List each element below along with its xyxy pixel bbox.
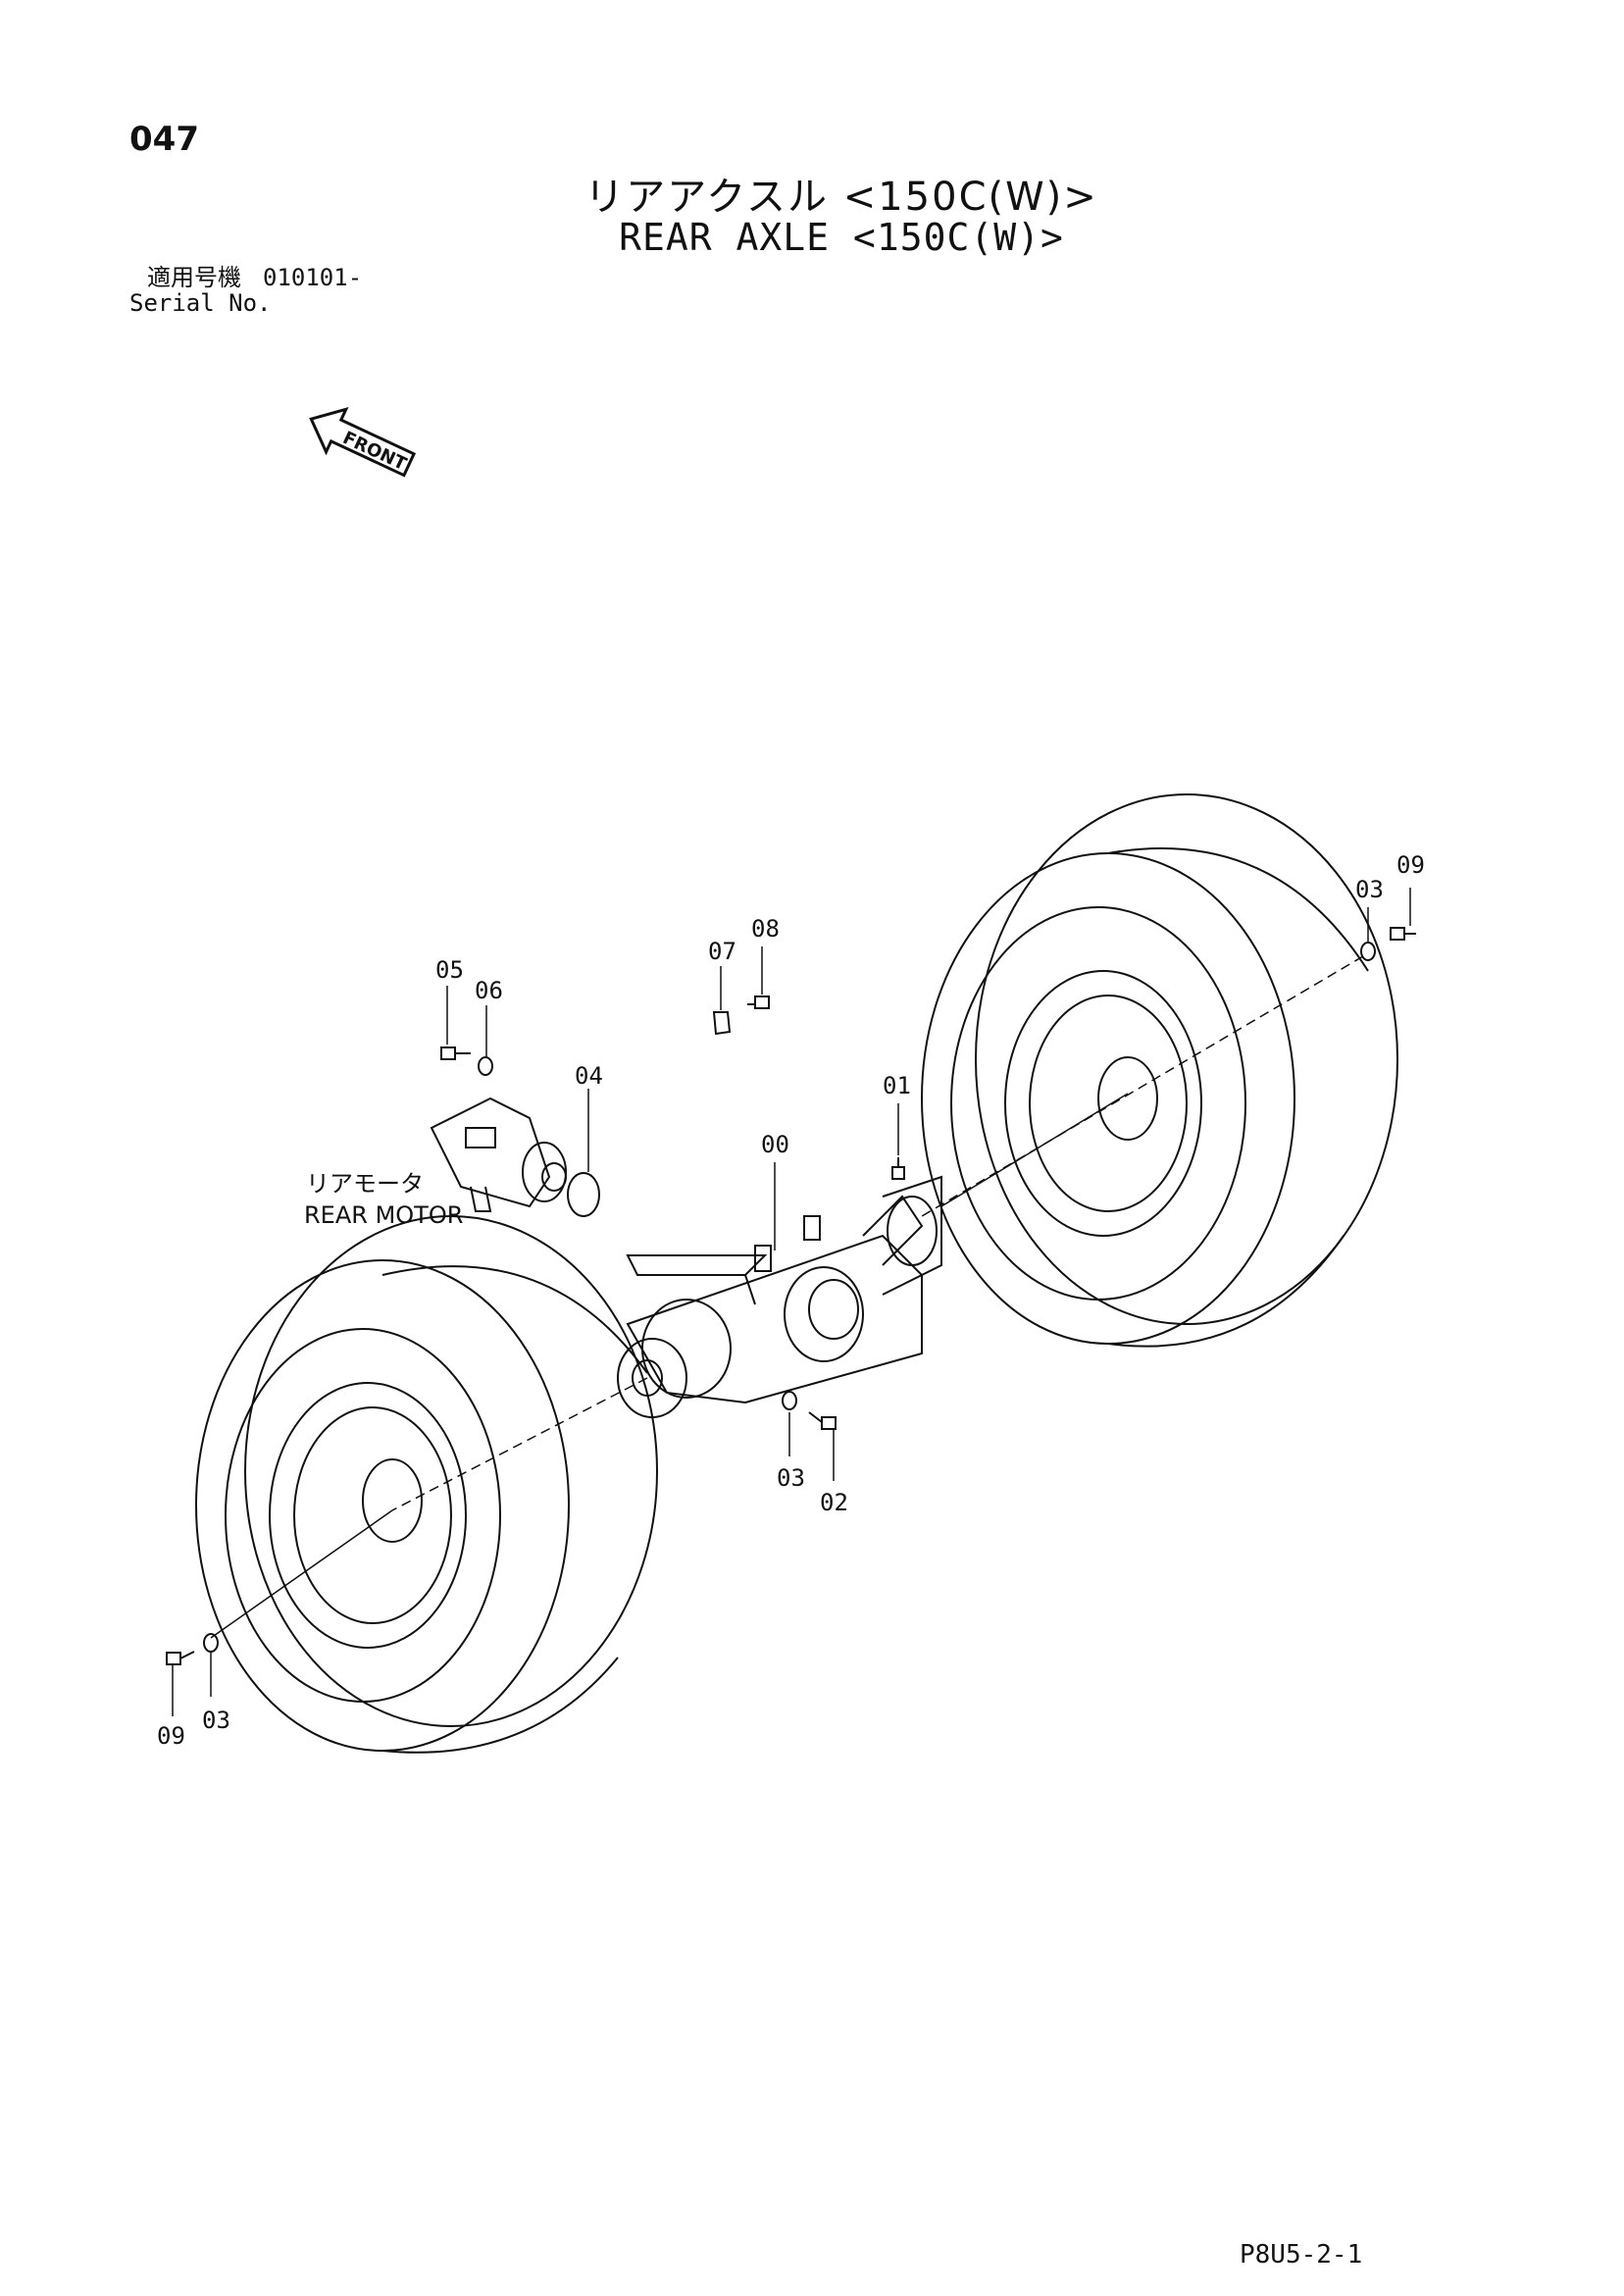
callout-01: 01 (883, 1072, 911, 1099)
callout-08: 08 (751, 915, 780, 943)
rear-motor (430, 1097, 567, 1212)
title-japanese: リアアクスル <150C(W)> (584, 175, 1098, 220)
serial-value: 010101- (263, 264, 363, 291)
callout-05: 05 (435, 956, 464, 984)
center-lines (391, 955, 1364, 1511)
callout-09: 09 (1396, 851, 1425, 879)
callout-04: 04 (575, 1062, 603, 1090)
callout-06: 06 (475, 977, 503, 1004)
axis-lines (210, 1093, 1129, 1639)
serial-label-en: Serial No. (129, 289, 272, 317)
callouts: 00 01 02 03 03 03 04 05 06 07 08 09 09 (157, 851, 1425, 1750)
callout-09: 09 (157, 1722, 185, 1750)
callout-03: 03 (202, 1707, 230, 1734)
rear-motor-label-en: REAR MOTOR (304, 1201, 463, 1229)
front-arrow-icon: FRONT (309, 406, 417, 478)
title-english: REAR AXLE <150C(W)> (619, 216, 1064, 259)
o-ring (567, 1172, 600, 1217)
callout-07: 07 (708, 938, 736, 965)
rear-motor-label: リアモータ REAR MOTOR (304, 1170, 463, 1229)
rear-motor-label-jp: リアモータ (306, 1170, 424, 1198)
callout-03: 03 (1355, 876, 1384, 903)
serial-label-jp: 適用号機 (147, 264, 241, 291)
axle-housing (617, 1175, 942, 1418)
page-number: 047 (129, 120, 199, 159)
footer-code: P8U5-2-1 (1240, 2240, 1363, 2270)
left-wheel (195, 1215, 658, 1754)
callout-03: 03 (777, 1464, 805, 1492)
serial-block: 適用号機 010101- Serial No. (129, 265, 362, 316)
callout-00: 00 (761, 1131, 789, 1158)
leader-lines (172, 888, 1411, 1716)
right-wheel (921, 793, 1398, 1348)
hardware (166, 927, 1416, 1665)
callout-02: 02 (820, 1489, 848, 1516)
